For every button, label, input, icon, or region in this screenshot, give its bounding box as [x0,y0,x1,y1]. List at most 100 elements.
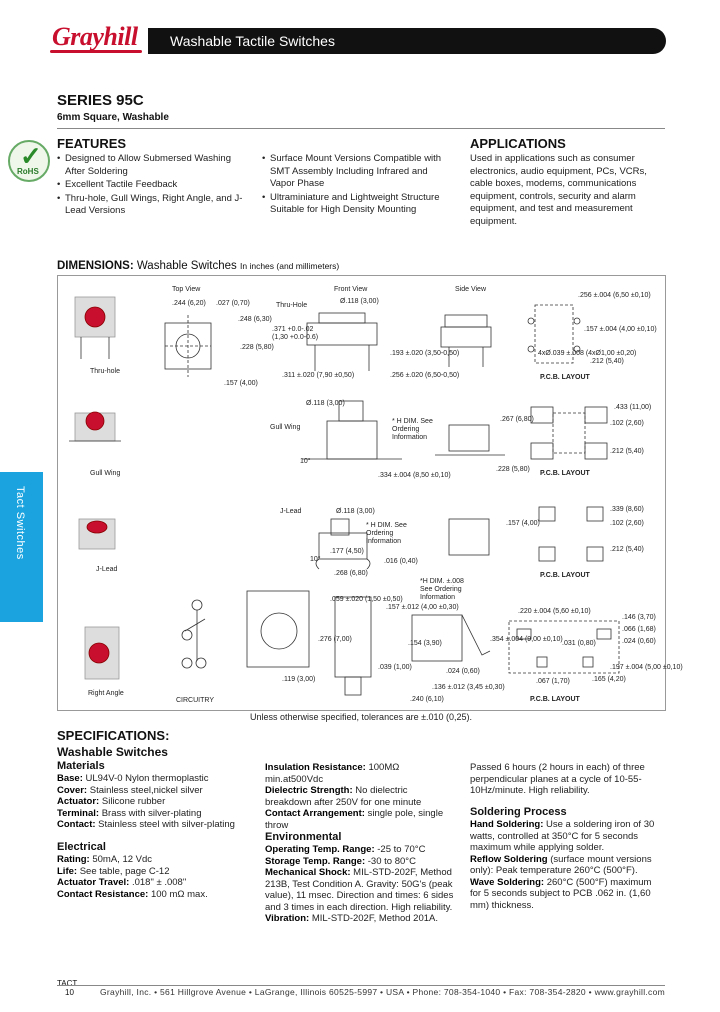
soldering-list: Hand Soldering: Use a soldering iron of … [470,819,665,911]
spec-row: Vibration: MIL-STD-202F, Method 201A. [265,913,439,924]
dim: .154 (3,90) [408,640,442,647]
feature-item: Designed to Allow Submersed Washing Afte… [57,153,247,178]
dim: .256 ±.004 (6,50 ±0,10) [578,292,651,299]
dim: .031 (0,80) [562,640,596,647]
page-number: 10 [65,988,74,997]
thru-hole-photo [74,296,116,359]
dim: .244 (6,20) [172,300,206,307]
dim: .157 (4,00) [224,380,258,387]
gull-wing-photo [69,411,121,442]
j-lead-row-label: J-Lead [280,508,302,515]
dim: .371 +0.0-.02 (1,30 +0.0-0.6) [272,326,319,341]
dim: .177 (4,50) [330,548,364,555]
side-view-label: Side View [455,286,487,293]
dim: .027 (0,70) [216,300,250,307]
materials-list: Base: UL94V-0 Nylon thermoplastic Cover:… [57,773,257,831]
section-side-tab[interactable] [0,472,43,622]
specifications-subheading: Washable Switches [57,745,168,759]
dim: .276 (7,00) [318,636,352,643]
dim: .024 (0,60) [622,638,656,645]
pcb-layout-label-thru: P.C.B. LAYOUT [540,374,590,381]
dimensions-drawing-panel [57,275,666,711]
pcb-layout-label-jlead: P.C.B. LAYOUT [540,572,590,579]
dimensions-heading-text: Washable Switches [136,260,237,272]
dim: .212 (5,40) [610,546,644,553]
spec-row: Wave Soldering: 260°C (500°F) maximum fo… [470,876,652,911]
dimensions-units-note: In inches (and millimeters) [240,261,340,271]
dim: 10° [310,556,321,563]
circuitry-label: CIRCUITRY [176,697,214,704]
dim: .059 ±.020 (1,50 ±0,50) [330,596,403,603]
thru-hole-row-label: Thru-Hole [276,302,308,309]
dim: .146 (3,70) [622,614,656,621]
materials-heading: Materials [57,760,105,772]
feature-item: Ultraminiature and Lightweight Structure… [262,192,447,217]
spec-row: Operating Temp. Range: -25 to 70°C [265,844,426,855]
dim: 10° [300,458,311,465]
gull-wing-row-label: Gull Wing [270,424,301,431]
dim: .197 ±.004 (5,00 ±0,10) [610,664,683,671]
dimension-drawings [69,296,620,696]
spec-row: Life: See table, page C-12 [57,865,170,877]
spec-row: Actuator Travel: .018" ± .008" [57,877,187,888]
dim: Ø.118 (3,00) [340,298,379,305]
dim: .067 (1,70) [536,678,570,685]
pcb-layout-label-right-angle: P.C.B. LAYOUT [530,696,580,703]
spec-row: Reflow Soldering (surface mount versions… [470,853,652,877]
spec-row: Contact Resistance: 100 mΩ max. [57,888,208,900]
photo-label-gull-wing: Gull Wing [90,470,121,477]
dim: .119 (3,00) [282,676,316,683]
dim: .228 (5,80) [496,466,530,473]
feature-item: Surface Mount Versions Compatible with S… [262,153,447,191]
environmental-list: Operating Temp. Range: -25 to 70°C Stora… [265,844,455,925]
dim: .240 (6,10) [410,696,444,703]
spec-row: Cover: Stainless steel,nickel silver [57,784,203,796]
dim: .165 (4,20) [592,676,626,683]
pcb-layout-label-gull: P.C.B. LAYOUT [540,470,590,477]
spec-row: Contact Arrangement: single pole, single… [265,808,444,831]
dim: .339 (8,60) [610,506,644,513]
rohs-label: RoHS [17,167,39,176]
insulation-specs: Insulation Resistance: 100MΩ min.at500Vd… [265,762,455,831]
features-list-right: Surface Mount Versions Compatible with S… [262,153,447,218]
divider [57,128,665,129]
footer-divider [57,985,665,986]
dim: .193 ±.020 (3,50-0,50) [390,350,460,357]
dim: .212 (5,40) [610,448,644,455]
specifications-heading: SPECIFICATIONS: [57,728,170,743]
spec-row: Dielectric Strength: No dielectric break… [265,785,422,808]
j-lead-photo [78,518,116,550]
logo-underline [50,50,142,53]
photo-label-right-angle: Right Angle [88,690,124,697]
dim: Ø.118 (3,00) [336,508,375,515]
rohs-badge [8,140,50,182]
spec-row: Base: UL94V-0 Nylon thermoplastic [57,773,209,784]
dim: *H DIM. ±.008 See Ordering Information [420,578,464,601]
dim: .228 (5,80) [240,344,274,351]
dim: Ø.118 (3,00) [306,400,345,407]
dim: .256 ±.020 (6,50-0,50) [390,372,460,379]
spec-row: Rating: 50mA, 12 Vdc [57,854,153,865]
top-view-label: Top View [172,286,201,293]
footer-address: Grayhill, Inc. • 561 Hillgrove Avenue • … [100,987,666,997]
features-list-left: Designed to Allow Submersed Washing Afte… [57,153,247,219]
applications-body: Used in applications such as consumer el… [470,153,647,227]
spec-row: Mechanical Shock: MIL-STD-202F, Method 2… [265,867,454,913]
dim: .212 (5,40) [590,358,624,365]
series-name: SERIES 95C [57,92,144,109]
right-angle-photo [84,626,120,680]
check-icon: ✓ [20,141,42,171]
page-title-bar: Washable Tactile Switches [148,28,666,54]
dim: .311 ±.020 (7,90 ±0,50) [282,372,355,379]
dim: .102 (2,60) [610,520,644,527]
tolerance-note: Unless otherwise specified, tolerances a… [250,712,473,722]
dim: .039 (1,00) [378,664,412,671]
see-ordering-note: * H DIM. See Ordering Information [366,522,407,545]
electrical-heading: Electrical [57,841,106,853]
applications-heading: APPLICATIONS [470,136,566,151]
dim: .016 (0,40) [384,558,418,565]
feature-item: Excellent Tactile Feedback [57,179,247,192]
environmental-heading: Environmental [265,831,342,843]
dim: .157 ±.004 (4,00 ±0,10) [584,326,657,333]
dim: .248 (6,30) [238,316,272,323]
